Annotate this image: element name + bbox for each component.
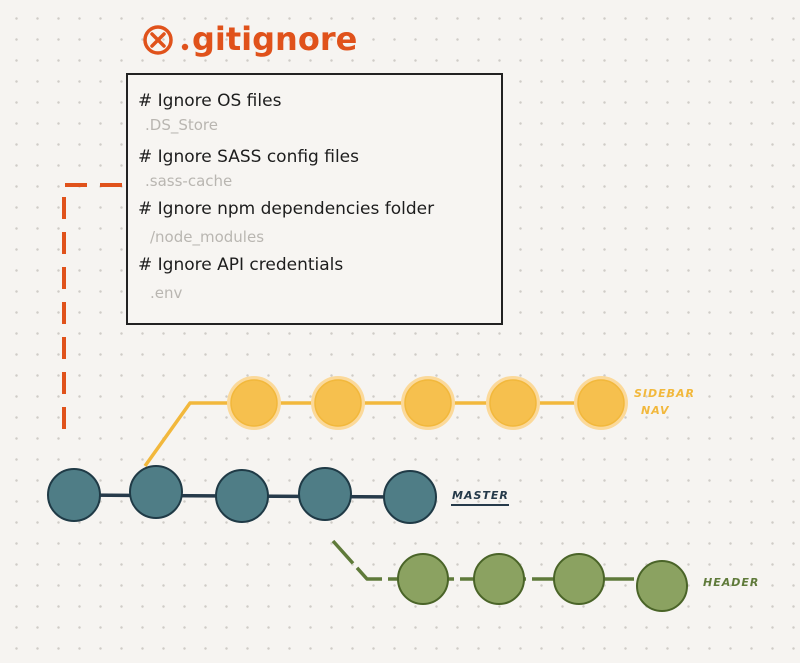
entry-line-3: /node_modules [150,228,264,247]
header-commit [397,553,449,605]
sidebar-nav-commit [486,376,540,430]
comment-line-4: # Ignore API credentials [138,255,343,275]
master-commit [215,469,269,523]
close-circle-icon [143,25,173,55]
master-commit [47,468,101,522]
comment-line-1: # Ignore OS files [138,91,282,111]
master-commit [298,467,352,521]
title-text: gitignore [192,20,357,58]
master-commit [129,465,183,519]
sidebar-nav-label-line1: SIDEBAR [634,387,695,400]
master-label: MASTER [452,489,509,502]
gitignore-file-box: # Ignore OS files .DS_Store # Ignore SAS… [126,73,503,325]
sidebar-nav-branch: SIDEBAR NAV [143,376,695,468]
header-branch: HEADER [331,539,759,612]
dashed-connector [62,183,122,438]
comment-line-3: # Ignore npm dependencies folder [138,199,434,219]
master-branch: MASTER [47,465,509,524]
header-branch-line [331,539,662,581]
header-commit [636,560,688,612]
title-dot [181,43,189,51]
sidebar-nav-commit [227,376,281,430]
header-label: HEADER [703,576,759,589]
entry-line-4: .env [150,284,183,302]
sidebar-nav-commit [311,376,365,430]
sidebar-nav-commit [574,376,628,430]
gitignore-title: gitignore [143,20,357,58]
header-commit [553,553,605,605]
master-commit [383,470,437,524]
sidebar-nav-label-line2: NAV [641,404,670,417]
sidebar-nav-branch-line [143,401,603,468]
sidebar-nav-commit [401,376,455,430]
comment-line-2: # Ignore SASS config files [138,147,359,167]
entry-line-1: .DS_Store [145,116,218,135]
header-commit [473,553,525,605]
entry-line-2: .sass-cache [145,172,232,190]
